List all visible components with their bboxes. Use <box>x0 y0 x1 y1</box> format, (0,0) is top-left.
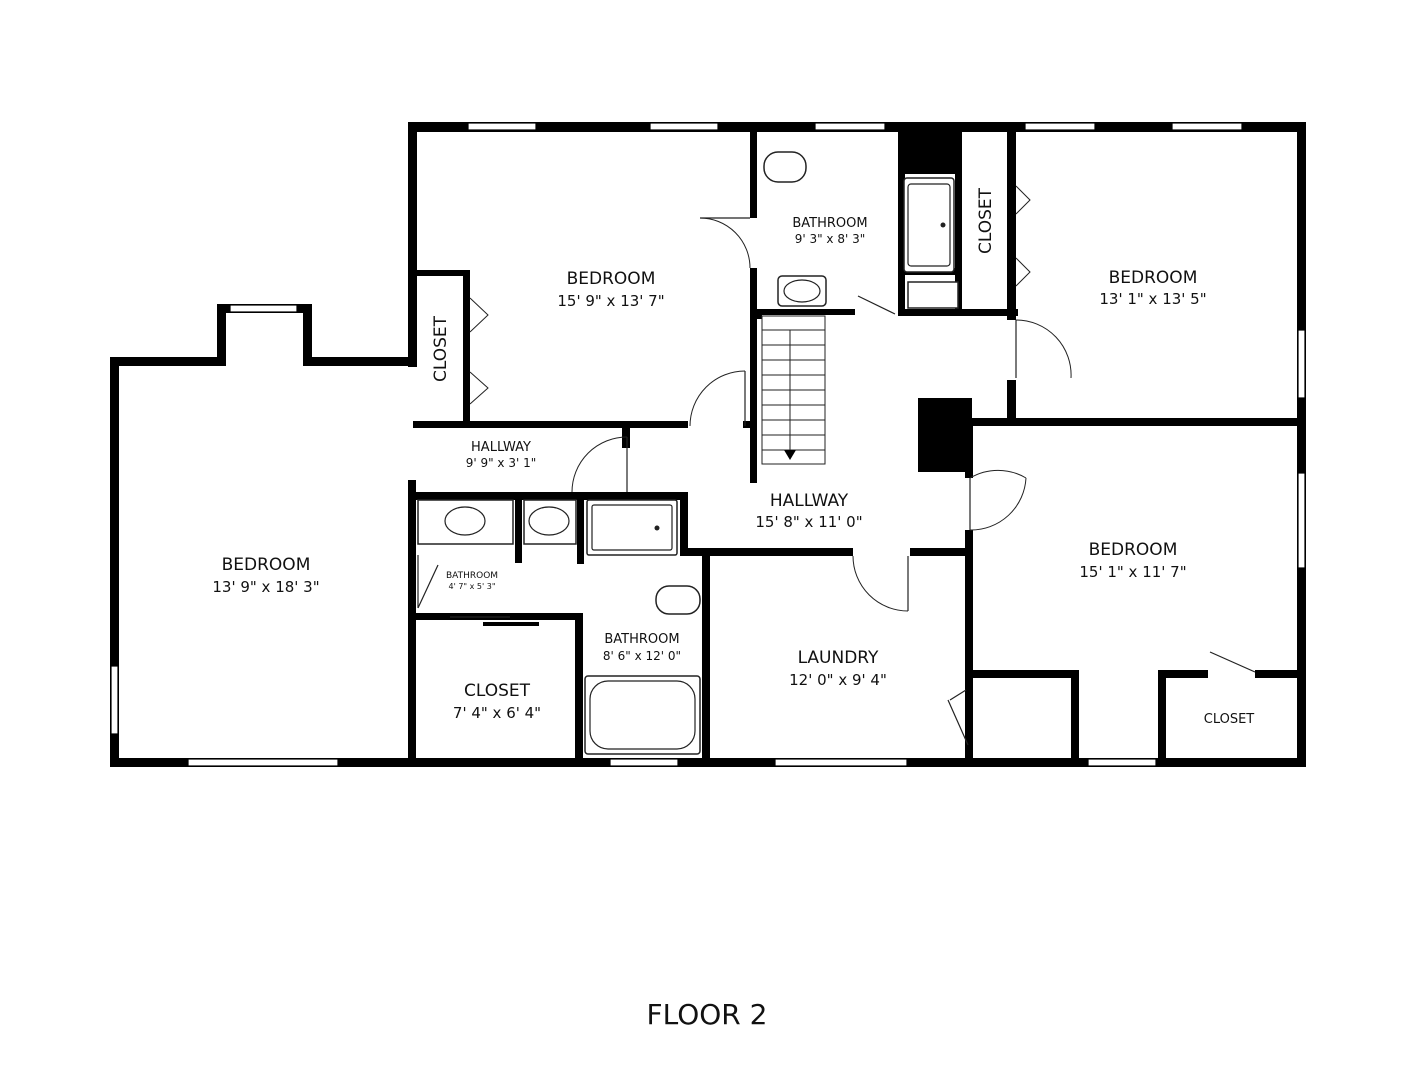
fixtures <box>417 151 959 755</box>
floor-label: FLOOR 2 <box>647 998 768 1031</box>
room-dims-bathroom-mid: 8' 6" x 12' 0" <box>603 649 681 663</box>
room-name-closet-mid: CLOSET <box>464 681 531 701</box>
room-dims-hallway-small: 9' 9" x 3' 1" <box>466 456 537 470</box>
closet-north-label: CLOSET <box>976 187 996 254</box>
room-name-bedroom-n: BEDROOM <box>567 269 656 289</box>
room-name-hallway-small: HALLWAY <box>471 440 531 455</box>
room-dims-bedroom-sw: 13' 9" x 18' 3" <box>212 578 319 596</box>
room-name-bedroom-sw: BEDROOM <box>222 555 311 575</box>
closet-west-label: CLOSET <box>431 315 451 382</box>
room-dims-bathroom-small: 4' 7" x 5' 3" <box>448 582 495 591</box>
room-name-bathroom-mid: BATHROOM <box>604 632 679 647</box>
room-name-bedroom-e: BEDROOM <box>1089 540 1178 560</box>
room-dims-bathroom-n: 9' 3" x 8' 3" <box>795 232 866 246</box>
staircase <box>761 315 826 465</box>
room-dims-bedroom-e: 15' 1" x 11' 7" <box>1079 563 1186 581</box>
room-dims-closet-mid: 7' 4" x 6' 4" <box>453 704 541 722</box>
room-dims-bedroom-ne: 13' 1" x 13' 5" <box>1099 290 1206 308</box>
room-name-laundry: LAUNDRY <box>798 648 879 668</box>
closet-se-label: CLOSET <box>1204 712 1255 727</box>
room-name-bathroom-n: BATHROOM <box>792 216 867 231</box>
room-name-bedroom-ne: BEDROOM <box>1109 268 1198 288</box>
doors <box>417 185 1256 746</box>
room-name-bathroom-small: BATHROOM <box>446 571 498 581</box>
windows <box>110 122 1306 767</box>
room-dims-bedroom-n: 15' 9" x 13' 7" <box>557 292 664 310</box>
room-name-hallway-main: HALLWAY <box>770 491 849 511</box>
room-dims-hallway-main: 15' 8" x 11' 0" <box>755 513 862 531</box>
room-dims-laundry: 12' 0" x 9' 4" <box>789 671 887 689</box>
room-labels: BEDROOM 13' 9" x 18' 3" BEDROOM 15' 9" x… <box>212 187 1254 1031</box>
